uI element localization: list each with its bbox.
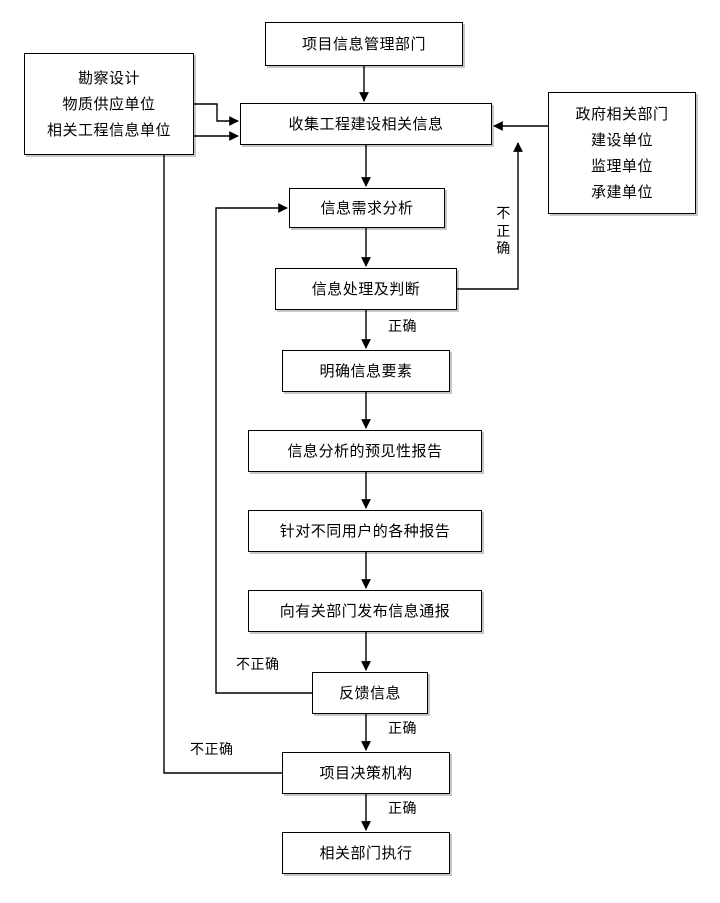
node-left-sources[interactable]: 勘察设计 物质供应单位 相关工程信息单位 bbox=[24, 53, 194, 155]
edge-label-incorrect-decision: 不正确 bbox=[190, 742, 234, 758]
node-user-reports-line-0: 针对不同用户的各种报告 bbox=[279, 521, 451, 540]
node-right-sources-line-3: 承建单位 bbox=[590, 183, 653, 202]
node-user-reports[interactable]: 针对不同用户的各种报告 bbox=[248, 510, 482, 552]
node-demand-analysis[interactable]: 信息需求分析 bbox=[289, 188, 445, 228]
node-right-sources-line-1: 建设单位 bbox=[590, 130, 653, 149]
edge-leftsources-collect bbox=[194, 103, 239, 126]
node-top-dept-line-0: 项目信息管理部门 bbox=[301, 34, 426, 53]
node-collect-info-line-0: 收集工程建设相关信息 bbox=[288, 114, 444, 133]
edge-label-incorrect-feedback: 不正确 bbox=[236, 657, 280, 673]
node-decision-body[interactable]: 项目决策机构 bbox=[282, 752, 450, 794]
node-feedback[interactable]: 反馈信息 bbox=[312, 672, 428, 714]
node-decision-body-line-0: 项目决策机构 bbox=[319, 763, 413, 782]
node-clarify-elements[interactable]: 明确信息要素 bbox=[282, 350, 450, 392]
node-process-judge-line-0: 信息处理及判断 bbox=[311, 279, 421, 298]
edge-process-collect-incorrect bbox=[457, 145, 519, 290]
node-execute-depts[interactable]: 相关部门执行 bbox=[282, 832, 450, 874]
node-execute-depts-line-0: 相关部门执行 bbox=[319, 843, 413, 862]
node-publish-bulletin-line-0: 向有关部门发布信息通报 bbox=[279, 601, 451, 620]
node-feedback-line-0: 反馈信息 bbox=[338, 683, 401, 702]
edge-label-incorrect-right: 不正确 bbox=[496, 206, 511, 257]
node-demand-analysis-line-0: 信息需求分析 bbox=[320, 198, 414, 217]
node-top-dept[interactable]: 项目信息管理部门 bbox=[265, 22, 463, 66]
edge-label-correct-1: 正确 bbox=[388, 319, 417, 335]
node-clarify-elements-line-0: 明确信息要素 bbox=[319, 361, 413, 380]
node-right-sources-line-2: 监理单位 bbox=[590, 157, 653, 175]
node-left-sources-line-2: 相关工程信息单位 bbox=[46, 121, 171, 140]
edge-decision-collect-incorrect bbox=[163, 131, 282, 774]
node-publish-bulletin[interactable]: 向有关部门发布信息通报 bbox=[248, 590, 482, 632]
node-predictive-report-line-0: 信息分析的预见性报告 bbox=[287, 441, 443, 460]
edge-label-correct-3: 正确 bbox=[388, 801, 417, 817]
node-collect-info[interactable]: 收集工程建设相关信息 bbox=[240, 103, 492, 145]
node-left-sources-line-0: 勘察设计 bbox=[77, 68, 140, 87]
edge-label-correct-2: 正确 bbox=[388, 721, 417, 737]
node-process-judge[interactable]: 信息处理及判断 bbox=[275, 268, 457, 310]
node-predictive-report[interactable]: 信息分析的预见性报告 bbox=[248, 430, 482, 472]
node-right-sources[interactable]: 政府相关部门 建设单位 监理单位 承建单位 bbox=[548, 92, 696, 214]
node-right-sources-line-0: 政府相关部门 bbox=[575, 104, 669, 123]
node-left-sources-line-1: 物质供应单位 bbox=[62, 94, 156, 113]
edge-feedback-demand-incorrect bbox=[215, 203, 312, 694]
